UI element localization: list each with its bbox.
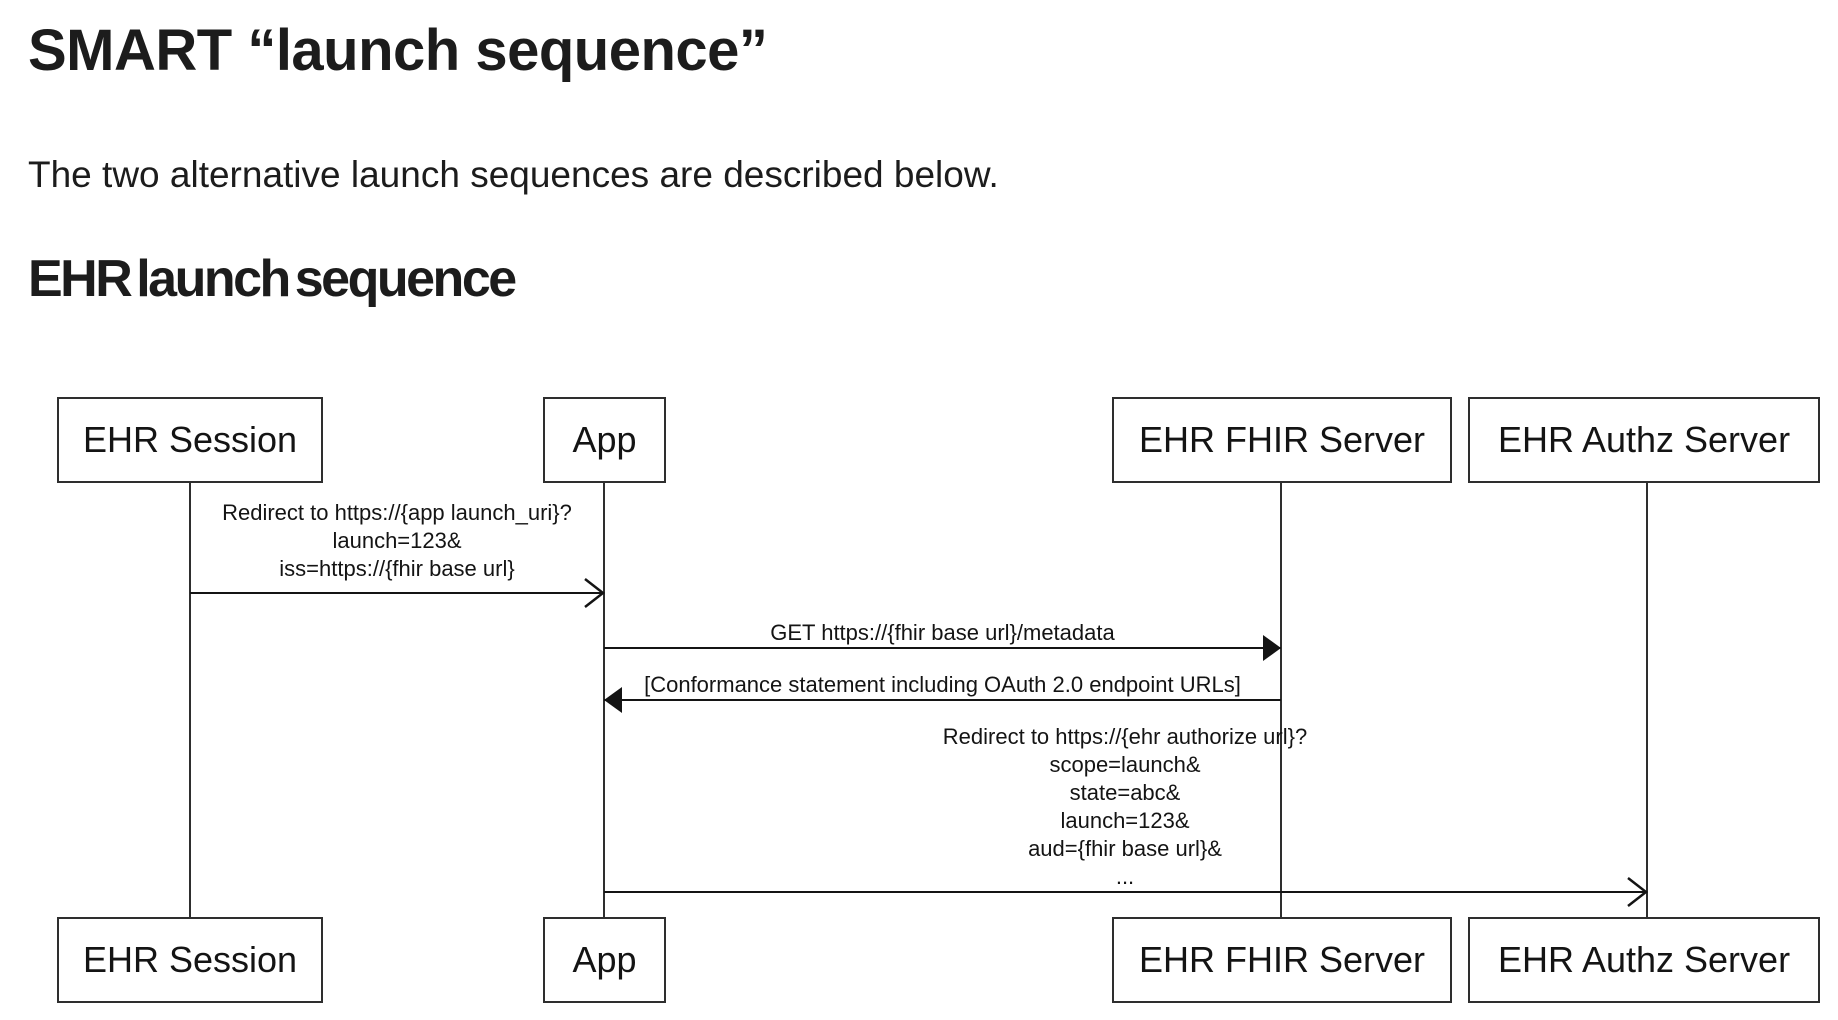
message-text-line: GET https://{fhir base url}/metadata xyxy=(770,620,1115,645)
actor-box-ehr-authz-server-bottom: EHR Authz Server xyxy=(1468,917,1820,1003)
message-text-line: launch=123& xyxy=(1060,808,1190,833)
message-text-line: state=abc& xyxy=(1069,780,1181,805)
actor-label: App xyxy=(572,939,637,980)
section-heading: EHR launch sequence xyxy=(28,250,517,308)
message-text-line: aud={fhir base url}& xyxy=(1028,836,1222,861)
actor-box-ehr-session-bottom: EHR Session xyxy=(57,917,323,1003)
actor-box-ehr-authz-server-top: EHR Authz Server xyxy=(1468,397,1820,483)
actor-label: EHR Session xyxy=(82,939,298,980)
open-arrowhead-icon xyxy=(1627,877,1649,907)
lifeline-ehr-session xyxy=(189,483,191,917)
message-text-line: iss=https://{fhir base url} xyxy=(279,556,515,581)
message-text-line: ... xyxy=(1115,864,1135,889)
actor-box-ehr-fhir-server-top: EHR FHIR Server xyxy=(1112,397,1452,483)
message-line-redirect-to-authorize xyxy=(604,891,1646,893)
message-line-redirect-to-app xyxy=(190,592,604,594)
message-text-line: Redirect to https://{app launch_uri}? xyxy=(222,500,572,525)
actor-box-app-top: App xyxy=(543,397,666,483)
actor-box-app-bottom: App xyxy=(543,917,666,1003)
message-text-line: scope=launch& xyxy=(1049,752,1201,777)
message-label-get-metadata: GET https://{fhir base url}/metadata xyxy=(604,619,1281,647)
filled-arrowhead-icon xyxy=(604,687,622,713)
message-text-line: [Conformance statement including OAuth 2… xyxy=(644,672,1241,697)
filled-arrowhead-icon xyxy=(1263,635,1281,661)
message-line-conformance-statement xyxy=(604,699,1281,701)
actor-box-ehr-fhir-server-bottom: EHR FHIR Server xyxy=(1112,917,1452,1003)
actor-label: EHR Session xyxy=(82,419,298,460)
page-title: SMART “launch sequence” xyxy=(28,18,768,83)
message-label-redirect-to-authorize: Redirect to https://{ehr authorize url}?… xyxy=(604,723,1646,891)
message-label-redirect-to-app: Redirect to https://{app launch_uri}? la… xyxy=(147,499,647,583)
actor-box-ehr-session-top: EHR Session xyxy=(57,397,323,483)
actor-label: App xyxy=(572,419,637,460)
actor-label: EHR Authz Server xyxy=(1497,939,1791,980)
message-text-line: launch=123& xyxy=(332,528,462,553)
intro-text: The two alternative launch sequences are… xyxy=(28,154,999,195)
lifeline-ehr-authz-server xyxy=(1646,483,1648,917)
lifeline-ehr-fhir-server xyxy=(1280,483,1282,917)
actor-label: EHR FHIR Server xyxy=(1138,939,1426,980)
open-arrowhead-icon xyxy=(584,578,606,608)
message-text-line: Redirect to https://{ehr authorize url}? xyxy=(942,724,1308,749)
actor-label: EHR FHIR Server xyxy=(1138,419,1426,460)
message-line-get-metadata xyxy=(604,647,1281,649)
message-label-conformance-statement: [Conformance statement including OAuth 2… xyxy=(604,671,1281,699)
actor-label: EHR Authz Server xyxy=(1497,419,1791,460)
